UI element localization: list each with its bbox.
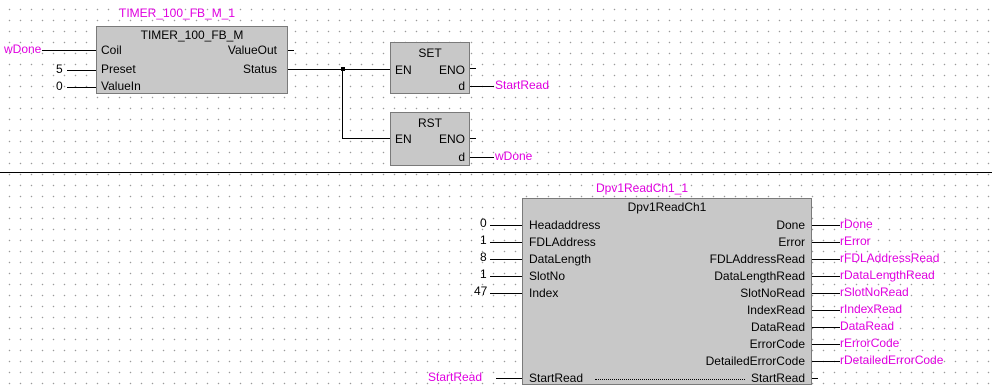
dpv1-datalengthread-variable[interactable]: rDataLengthRead (840, 268, 935, 282)
dpv1-fdladdressread-variable[interactable]: rFDLAddressRead (840, 251, 940, 265)
dpv1-function-block[interactable]: Dpv1ReadCh1 Headaddress FDLAddress DataL… (522, 198, 812, 385)
set-target-variable[interactable]: StartRead (495, 78, 550, 92)
dpv1-dataread-variable[interactable]: DataRead (840, 319, 895, 333)
dpv1-index-wire (490, 293, 522, 294)
timer-function-block[interactable]: TIMER_100_FB_M Coil Preset ValueIn Value… (96, 26, 288, 94)
dpv1-fdladdress-value[interactable]: 1 (480, 233, 487, 247)
dpv1-instance-name[interactable]: Dpv1ReadCh1_1 (596, 181, 689, 195)
dpv1-inout-dotted-link (595, 379, 745, 380)
dpv1-slotno-wire (490, 276, 522, 277)
dpv1-output-errorcode: ErrorCode (749, 337, 805, 351)
rung-separator (0, 172, 992, 173)
dpv1-detailederrorcode-wire (812, 361, 840, 362)
status-to-set-wire (288, 69, 390, 70)
set-d-wire (470, 86, 494, 87)
timer-coil-variable[interactable]: wDone (4, 42, 42, 56)
timer-valueout-wire (288, 50, 294, 51)
set-label: SET (418, 46, 442, 60)
dpv1-slotno-value[interactable]: 1 (480, 267, 487, 281)
rst-label: RST (418, 116, 442, 130)
dpv1-slotnoread-wire (812, 293, 840, 294)
dpv1-startread-input-variable[interactable]: StartRead (428, 370, 483, 384)
timer-input-coil: Coil (101, 43, 122, 57)
dpv1-input-fdladdress: FDLAddress (529, 235, 596, 249)
set-en-label: EN (395, 63, 412, 77)
rst-en-label: EN (395, 132, 412, 146)
status-to-rst-wire (342, 138, 390, 139)
dpv1-datalength-value[interactable]: 8 (480, 250, 487, 264)
dpv1-headaddress-wire (490, 225, 522, 226)
dpv1-headaddress-value[interactable]: 0 (480, 216, 487, 230)
branch-vertical-wire (342, 69, 343, 139)
timer-fb-type: TIMER_100_FB_M (140, 28, 244, 42)
dpv1-datalength-wire (490, 259, 522, 260)
set-eno-label: ENO (438, 63, 465, 77)
timer-coil-wire (42, 50, 96, 51)
timer-valuein-wire (67, 87, 96, 88)
set-instruction-block[interactable]: SET EN ENO d (390, 42, 470, 94)
timer-preset-wire (67, 70, 96, 71)
dpv1-done-wire (812, 225, 840, 226)
dpv1-output-fdladdressread: FDLAddressRead (709, 252, 805, 266)
dpv1-inout-startread-out: StartRead (750, 371, 805, 385)
rst-target-variable[interactable]: wDone (495, 149, 533, 163)
dpv1-output-dataread: DataRead (750, 320, 805, 334)
rst-d-wire (470, 157, 494, 158)
dpv1-output-slotnoread: SlotNoRead (740, 286, 805, 300)
timer-input-preset: Preset (101, 62, 136, 76)
timer-preset-value[interactable]: 5 (56, 62, 63, 76)
dpv1-output-error: Error (778, 235, 805, 249)
dpv1-indexread-wire (812, 310, 840, 311)
timer-output-valueout: ValueOut (227, 43, 277, 57)
timer-output-status: Status (242, 62, 277, 76)
timer-input-valuein: ValueIn (101, 79, 141, 93)
dpv1-indexread-variable[interactable]: rIndexRead (840, 302, 903, 316)
rst-instruction-block[interactable]: RST EN ENO d (390, 112, 470, 166)
dpv1-startread-wire (496, 378, 522, 379)
dpv1-startread-out-wire (812, 378, 818, 379)
dpv1-output-datalengthread: DataLengthRead (714, 269, 805, 283)
dpv1-index-value[interactable]: 47 (474, 284, 488, 298)
rst-d-label: d (458, 150, 465, 164)
dpv1-inout-startread-in: StartRead (529, 371, 584, 385)
dpv1-input-index: Index (529, 286, 559, 300)
dpv1-input-slotno: SlotNo (529, 269, 566, 283)
dpv1-input-datalength: DataLength (529, 252, 592, 266)
dpv1-done-variable[interactable]: rDone (840, 217, 873, 231)
dpv1-fb-type: Dpv1ReadCh1 (627, 200, 707, 214)
dpv1-input-headaddress: Headaddress (529, 218, 601, 232)
dpv1-output-done: Done (776, 218, 805, 232)
dpv1-errorcode-variable[interactable]: rErrorCode (840, 336, 900, 350)
dpv1-errorcode-wire (812, 344, 840, 345)
set-d-label: d (458, 79, 465, 93)
set-eno-wire (470, 68, 476, 69)
dpv1-fdladdress-wire (490, 242, 522, 243)
dpv1-output-detailederrorcode: DetailedErrorCode (705, 354, 805, 368)
dpv1-error-variable[interactable]: rError (840, 234, 871, 248)
dpv1-datalengthread-wire (812, 276, 840, 277)
rst-eno-wire (470, 138, 476, 139)
junction-dot (341, 67, 345, 71)
timer-instance-name[interactable]: TIMER_100_FB_M_1 (119, 6, 236, 20)
rst-eno-label: ENO (438, 132, 465, 146)
dpv1-dataread-wire (812, 327, 840, 328)
dpv1-error-wire (812, 242, 840, 243)
dpv1-slotnoread-variable[interactable]: rSlotNoRead (840, 285, 909, 299)
dpv1-detailederrorcode-variable[interactable]: rDetailedErrorCode (840, 353, 944, 367)
dpv1-fdladdressread-wire (812, 259, 840, 260)
dpv1-output-indexread: IndexRead (746, 303, 805, 317)
timer-valuein-value[interactable]: 0 (56, 79, 63, 93)
